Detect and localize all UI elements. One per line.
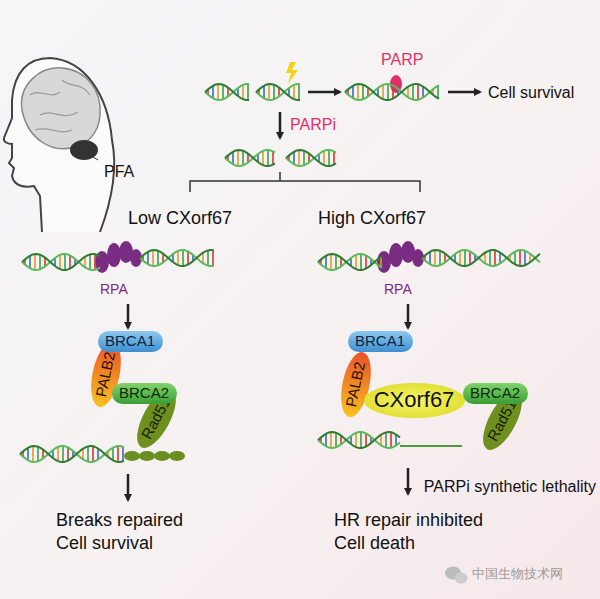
annotation-label: Breaks repaired Cell survival: [56, 509, 206, 554]
dna-helix: [20, 446, 124, 462]
rad51-filament: [124, 451, 185, 461]
protein-shape: CXorf67: [364, 383, 465, 418]
protein-name: BRCA2: [470, 385, 520, 402]
protein-shape: BRCA1: [98, 331, 163, 352]
leader-line: [82, 150, 98, 160]
annotation-label: PFA: [104, 162, 134, 182]
damage-bolt: [286, 62, 298, 84]
bracket: [190, 172, 420, 192]
arrow: [448, 91, 480, 94]
dna-helix: [422, 250, 540, 266]
annotation-label: RPA: [384, 281, 412, 299]
protein-name: CXorf67: [374, 388, 455, 412]
arrow: [407, 468, 410, 494]
head-outline: [4, 58, 114, 232]
watermark: 中国生物技术网: [472, 566, 563, 582]
annotation-label: PARP: [381, 50, 423, 70]
dna-helix: [286, 150, 336, 166]
arrow: [127, 304, 130, 328]
protein-name: Rad51: [484, 397, 519, 444]
arrow: [308, 91, 340, 94]
dna-helix: [345, 84, 439, 100]
annotation-label: HR repair inhibited Cell death: [334, 509, 504, 554]
annotation-label: RPA: [100, 281, 128, 299]
protein-name: BRCA2: [119, 385, 169, 402]
brain-folds: [30, 80, 90, 132]
dna-helix: [318, 254, 382, 270]
dna-helix: [256, 84, 300, 100]
cerebellum-tumor: [70, 140, 98, 160]
dna-helix: [22, 254, 100, 270]
annotation-label: Cell survival: [488, 83, 574, 103]
arrow: [407, 304, 410, 328]
protein-name: BRCA1: [105, 333, 155, 350]
protein-name: BRCA1: [355, 333, 405, 350]
brain: [22, 68, 101, 149]
annotation-label: Low CXorf67: [128, 207, 232, 230]
protein-shape: BRCA2: [112, 383, 177, 404]
arrow: [279, 112, 282, 138]
arrow: [127, 474, 130, 500]
annotation-label: PARPi: [290, 115, 336, 135]
annotation-label: PARPi synthetic lethality: [424, 477, 596, 497]
ssdna: [400, 445, 462, 447]
dna-helix: [225, 150, 275, 166]
dna-helix: [318, 432, 400, 448]
annotation-label: High CXorf67: [318, 207, 426, 230]
protein-shape: BRCA1: [348, 331, 413, 352]
dna-helix: [140, 250, 214, 266]
dna-helix: [205, 84, 249, 100]
wechat-icon: [445, 567, 468, 584]
rpa-protein: [95, 241, 424, 273]
protein-shape: BRCA2: [463, 383, 528, 404]
